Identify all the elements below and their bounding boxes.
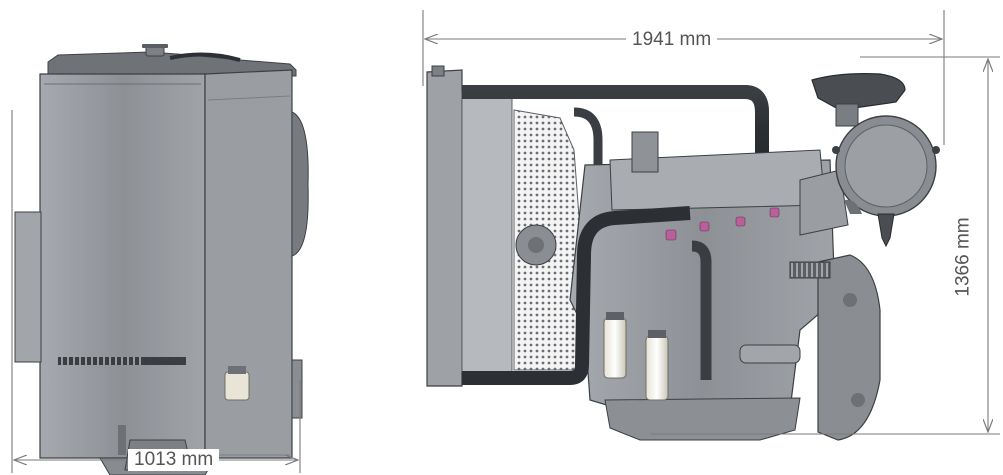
length-dimension-label: 1941 mm	[626, 29, 718, 51]
side-view-engine	[426, 65, 940, 441]
width-dimension-label: 1013 mm	[128, 449, 220, 471]
height-dimension-label: 1366 mm	[952, 211, 975, 303]
front-view-engine	[14, 44, 309, 475]
